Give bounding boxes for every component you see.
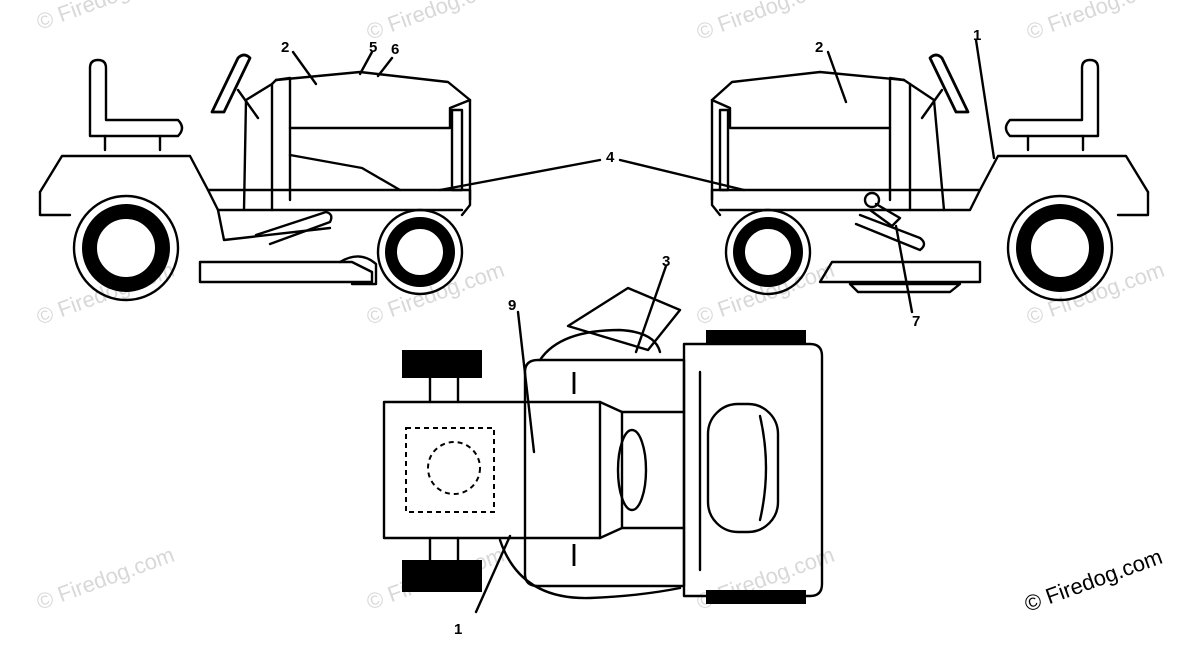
copyright-credit: © Firedog.com [1021, 544, 1165, 617]
watermark: © Firedog.com [693, 0, 837, 45]
callout-2-right: 2 [815, 39, 823, 56]
callout-1-right: 1 [973, 27, 981, 44]
callout-6: 6 [391, 41, 399, 58]
riding-mower-top-view-icon [382, 286, 824, 604]
callout-9: 9 [508, 297, 516, 314]
riding-mower-right-side-icon [710, 53, 1150, 302]
callout-4: 4 [606, 149, 615, 166]
callout-7: 7 [912, 313, 920, 330]
watermark: © Firedog.com [1023, 0, 1167, 45]
callout-2-left: 2 [281, 39, 289, 56]
callout-5: 5 [369, 39, 377, 56]
watermark: © Firedog.com [33, 0, 177, 35]
leader-lines [291, 38, 996, 614]
watermark: © Firedog.com [33, 542, 177, 615]
callouts: 2 5 6 4 2 1 7 3 9 1 [281, 27, 981, 638]
riding-mower-left-side-icon [38, 53, 472, 302]
watermark: © Firedog.com [363, 0, 507, 45]
callout-1-bottom: 1 [454, 621, 462, 638]
callout-3: 3 [662, 253, 670, 270]
